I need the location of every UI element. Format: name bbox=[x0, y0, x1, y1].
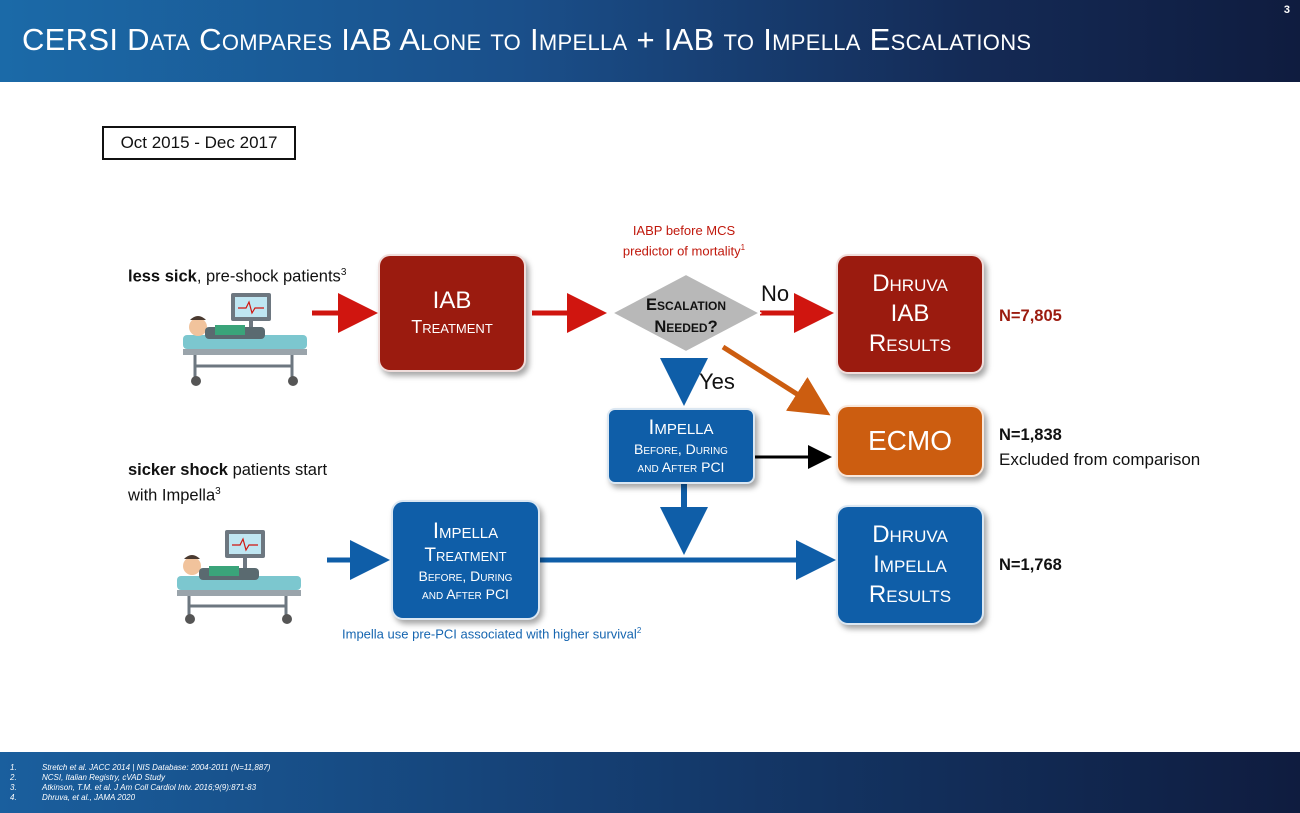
decision-diamond bbox=[609, 272, 763, 354]
note-impella-text: Impella use pre-PCI associated with high… bbox=[342, 626, 637, 642]
sicker-rest: patients start bbox=[227, 461, 328, 479]
impella-escalation-box: Impella Before, During and After PCI bbox=[607, 408, 755, 484]
dhruva-impella-line1: Dhruva bbox=[872, 521, 948, 548]
impella-tx-line2: Treatment bbox=[424, 544, 507, 566]
note-impella-sup: 2 bbox=[636, 626, 642, 635]
no-label: No bbox=[761, 281, 790, 306]
yes-label: Yes bbox=[699, 369, 735, 394]
sicker-label: sicker shock patients start with Impella… bbox=[128, 460, 327, 507]
iab-treatment-box: IAB Treatment bbox=[378, 254, 526, 372]
impella-treatment-box: Impella Treatment Before, During and Aft… bbox=[391, 500, 540, 620]
impella-esc-line2: Before, During bbox=[634, 441, 728, 457]
sicker-bold: sicker shock bbox=[128, 461, 228, 479]
reference-3-text: Atkinson, T.M. et al. J Am Coll Cardiol … bbox=[42, 783, 257, 792]
less-sick-bold: less sick bbox=[128, 267, 197, 286]
dhruva-iab-line2: IAB bbox=[890, 300, 930, 327]
impella-tx-line1: Impella bbox=[432, 517, 499, 543]
note-iabp-sup: 1 bbox=[740, 243, 746, 252]
slide-number: 3 bbox=[1283, 4, 1290, 16]
impella-esc-line3: and After PCI bbox=[637, 459, 725, 475]
arrow-decision-to-ecmo bbox=[721, 344, 831, 416]
impella-tx-line3: Before, During bbox=[418, 567, 513, 584]
dhruva-iab-results-box: Dhruva IAB Results bbox=[836, 254, 984, 374]
reference-4-text: Dhruva, et al., JAMA 2020 bbox=[42, 793, 136, 802]
reference-3-num: 3. bbox=[10, 783, 17, 792]
patient-bed-icon-bottom bbox=[177, 530, 301, 624]
note-iabp-mortality: IABP before MCS predictor of mortality1 bbox=[596, 222, 772, 259]
patient-bed-icon-top bbox=[183, 293, 307, 386]
footer-banner: 1. Stretch et al. JACC 2014 | NIS Databas… bbox=[0, 752, 1300, 813]
dhruva-iab-line3: Results bbox=[868, 330, 952, 357]
reference-2: 2. NCSI, Italian Registry, cVAD Study bbox=[10, 773, 165, 782]
reference-1-text: Stretch et al. JACC 2014 | NIS Database:… bbox=[42, 763, 271, 772]
reference-1: 1. Stretch et al. JACC 2014 | NIS Databas… bbox=[10, 763, 270, 772]
decision-line2: Needed? bbox=[654, 318, 718, 336]
date-range-box: Oct 2015 - Dec 2017 bbox=[102, 126, 296, 160]
reference-1-num: 1. bbox=[10, 763, 17, 772]
impella-tx-line4: and After PCI bbox=[422, 585, 509, 602]
sicker-sup: 3 bbox=[215, 486, 221, 497]
iab-box-line1: IAB bbox=[432, 287, 472, 314]
less-sick-sup: 3 bbox=[340, 267, 347, 278]
reference-2-num: 2. bbox=[10, 773, 17, 782]
n-ecmo-count: N=1,838 bbox=[999, 426, 1062, 444]
note-iabp-line1: IABP before MCS bbox=[632, 223, 736, 238]
reference-4-num: 4. bbox=[10, 793, 17, 802]
dhruva-impella-line3: Results bbox=[868, 581, 952, 608]
note-iabp-line2: predictor of mortality bbox=[622, 243, 741, 259]
dhruva-impella-results-box: Dhruva Impella Results bbox=[836, 505, 984, 625]
less-sick-rest: , pre-shock patients bbox=[196, 267, 341, 286]
reference-3: 3. Atkinson, T.M. et al. J Am Coll Cardio… bbox=[10, 783, 256, 792]
slide-title: CERSI Data Compares IAB Alone to Impella… bbox=[22, 22, 1032, 57]
ecmo-label: ECMO bbox=[868, 425, 952, 456]
note-impella-survival: Impella use pre-PCI associated with high… bbox=[342, 626, 641, 641]
dhruva-impella-line2: Impella bbox=[873, 551, 947, 578]
less-sick-label: less sick, pre-shock patients3 bbox=[128, 262, 346, 288]
n-iab-count: N=7,805 bbox=[999, 307, 1062, 325]
reference-2-text: NCSI, Italian Registry, cVAD Study bbox=[42, 773, 166, 782]
ecmo-excluded-text: Excluded from comparison bbox=[999, 450, 1201, 469]
ecmo-box: ECMO bbox=[836, 405, 984, 477]
decision-line1: Escalation bbox=[645, 296, 727, 314]
reference-4: 4. Dhruva, et al., JAMA 2020 bbox=[10, 793, 135, 802]
impella-esc-line1: Impella bbox=[648, 416, 714, 439]
dhruva-iab-line1: Dhruva bbox=[872, 270, 948, 297]
sicker-line2: with Impella bbox=[128, 486, 216, 505]
iab-box-line2: Treatment bbox=[411, 317, 493, 337]
header-banner: CERSI Data Compares IAB Alone to Impella… bbox=[0, 0, 1300, 82]
decision-label: Escalation Needed? bbox=[620, 294, 752, 338]
n-impella-count: N=1,768 bbox=[999, 556, 1062, 574]
